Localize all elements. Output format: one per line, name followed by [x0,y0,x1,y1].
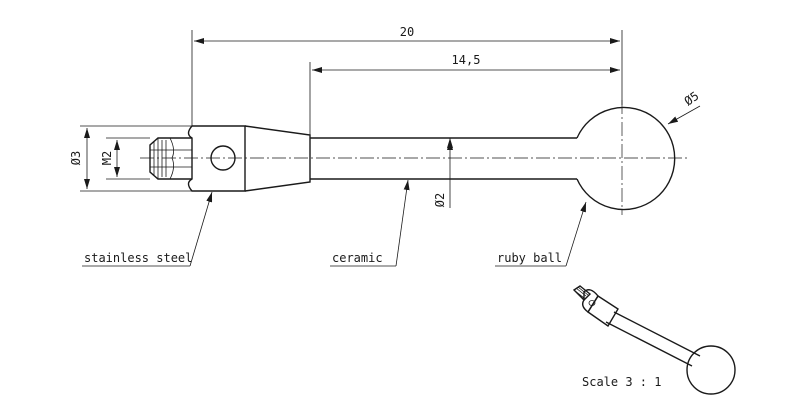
thread-value: M2 [100,151,114,165]
callout-ruby-ball: ruby ball [495,201,587,267]
thread-section [149,137,192,180]
ruby-ball [576,106,676,211]
dimension-overall-length: 20 [191,25,623,126]
taper-section [244,125,311,192]
steel-body [187,125,246,192]
ball-diameter-value: Ø5 [682,89,702,109]
dimension-body-diameter: Ø3 [69,125,192,192]
overall-length-value: 20 [400,25,414,39]
callout-stainless-steel: stainless steel [82,191,213,267]
dimension-thread: M2 [100,137,150,180]
isometric-view [572,285,736,395]
scale-note: Scale 3 : 1 [582,375,661,389]
stylus-part [140,100,690,215]
callout-ceramic: ceramic [330,179,410,267]
dimension-ball-diameter: Ø5 [667,89,702,125]
shaft-length-value: 14,5 [452,53,481,67]
ceramic-shaft [310,137,577,180]
shaft-diameter-value: Ø2 [433,193,447,207]
dimension-shaft-diameter: Ø2 [433,138,453,208]
ceramic-label: ceramic [332,251,383,265]
ruby-ball-label: ruby ball [497,251,562,265]
stainless-steel-label: stainless steel [84,251,192,265]
dimension-shaft-length: 14,5 [309,53,620,135]
body-diameter-value: Ø3 [69,151,83,165]
